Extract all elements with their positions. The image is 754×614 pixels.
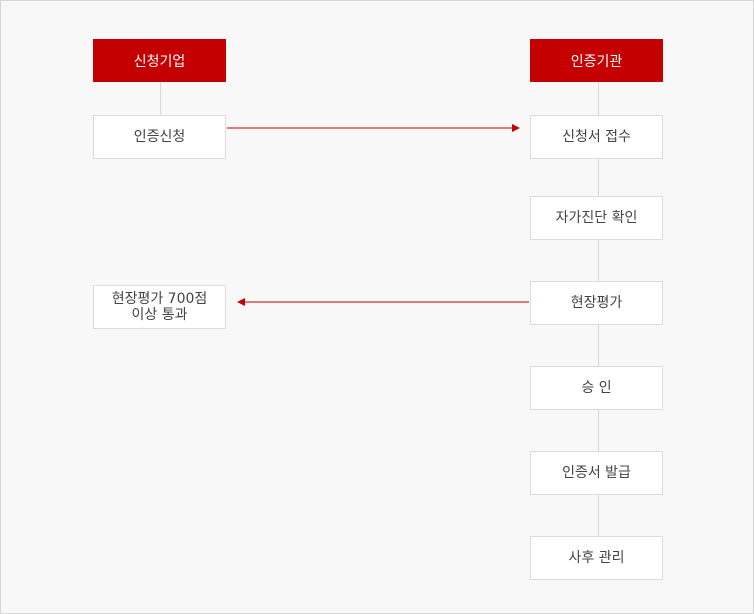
step-label: 현장평가 700점 이상 통과 <box>111 291 208 323</box>
connector-right-6 <box>598 495 599 536</box>
header-certifier: 인증기관 <box>530 39 663 82</box>
step-label: 신청서 접수 <box>562 129 631 145</box>
header-applicant: 신청기업 <box>93 39 226 82</box>
step-apply-certification: 인증신청 <box>93 115 226 159</box>
header-certifier-label: 인증기관 <box>570 53 623 70</box>
step-label: 현장평가 <box>570 295 623 311</box>
connector-right-3 <box>598 240 599 281</box>
step-label: 인증서 발급 <box>562 465 631 481</box>
step-receive-application: 신청서 접수 <box>530 115 663 159</box>
step-onsite-evaluation: 현장평가 <box>530 281 663 325</box>
step-label: 자가진단 확인 <box>555 210 638 226</box>
header-applicant-label: 신청기업 <box>133 53 186 70</box>
step-self-diagnosis-check: 자가진단 확인 <box>530 196 663 240</box>
step-issue-certificate: 인증서 발급 <box>530 451 663 495</box>
step-pass-onsite-evaluation: 현장평가 700점 이상 통과 <box>93 285 226 329</box>
connector-right-1 <box>598 82 599 115</box>
step-label: 승 인 <box>581 380 612 396</box>
arrow-head-right <box>512 124 520 132</box>
step-approval: 승 인 <box>530 366 663 410</box>
step-post-management: 사후 관리 <box>530 536 663 580</box>
arrow-head-left <box>237 298 245 306</box>
connector-left-1 <box>160 82 161 115</box>
step-label: 사후 관리 <box>568 550 625 566</box>
connector-right-2 <box>598 159 599 196</box>
connector-right-4 <box>598 325 599 366</box>
step-label: 인증신청 <box>133 129 186 145</box>
connector-right-5 <box>598 410 599 451</box>
